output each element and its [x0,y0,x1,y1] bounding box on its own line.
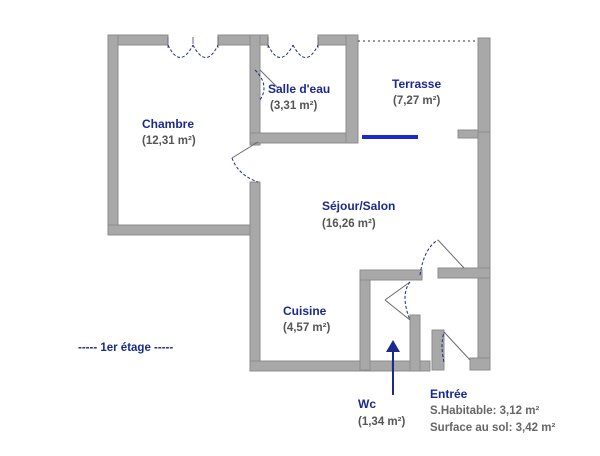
wall-left-sejour [249,181,261,371]
room-name-salle: Salle d'eau [268,82,330,96]
wall-bottom [249,360,431,372]
room-name-terrasse: Terrasse [392,77,441,91]
room-area-salle: (3,31 m²) [270,100,317,112]
room-area-chambre: (12,31 m²) [142,135,196,147]
wall-terrasse-right [477,37,491,139]
wall-wc-top [359,269,423,281]
room-name-sejour: Séjour/Salon [322,199,395,213]
room-area-sejour: (16,26 m²) [322,218,376,230]
wall-wc-left [359,269,371,371]
room-area-cuisine: (4,57 m²) [283,322,330,334]
wall-salle-bottom [249,132,351,144]
room-area-terrasse: (7,27 m²) [393,95,440,107]
info-surface-sol: Surface au sol: 3,42 m² [430,422,555,434]
info-habitable: S.Habitable: 3,12 m² [430,405,539,417]
entrance-arrow [386,340,400,395]
door-chambre-window [167,37,219,58]
wall-right [477,131,491,371]
wall-entree-post [431,329,445,371]
room-name-wc: Wc [358,397,376,411]
wall-chambre-salle [249,34,261,146]
room-area-wc: (1,34 m²) [358,416,405,428]
wall-entree-bottom [469,357,491,371]
wall-bottom-chambre [107,224,259,236]
wall-salle-terrasse [345,34,359,144]
floor-label: ----- 1er étage ----- [78,342,173,354]
room-name-cuisine: Cuisine [283,304,327,318]
room-name-entree: Entrée [430,387,468,401]
wall-entree-top [437,267,491,279]
door-salle [254,69,279,101]
room-name-chambre: Chambre [142,117,194,131]
door-entree [441,331,471,363]
wall-left-chambre [107,34,119,236]
door-chambre [231,141,259,183]
door-sejour [419,239,465,276]
wall-wc-right [409,314,421,372]
door-salle-window [267,37,319,58]
walls [107,34,491,372]
door-wc [384,281,411,321]
wall-terrasse-bottom [457,129,479,139]
